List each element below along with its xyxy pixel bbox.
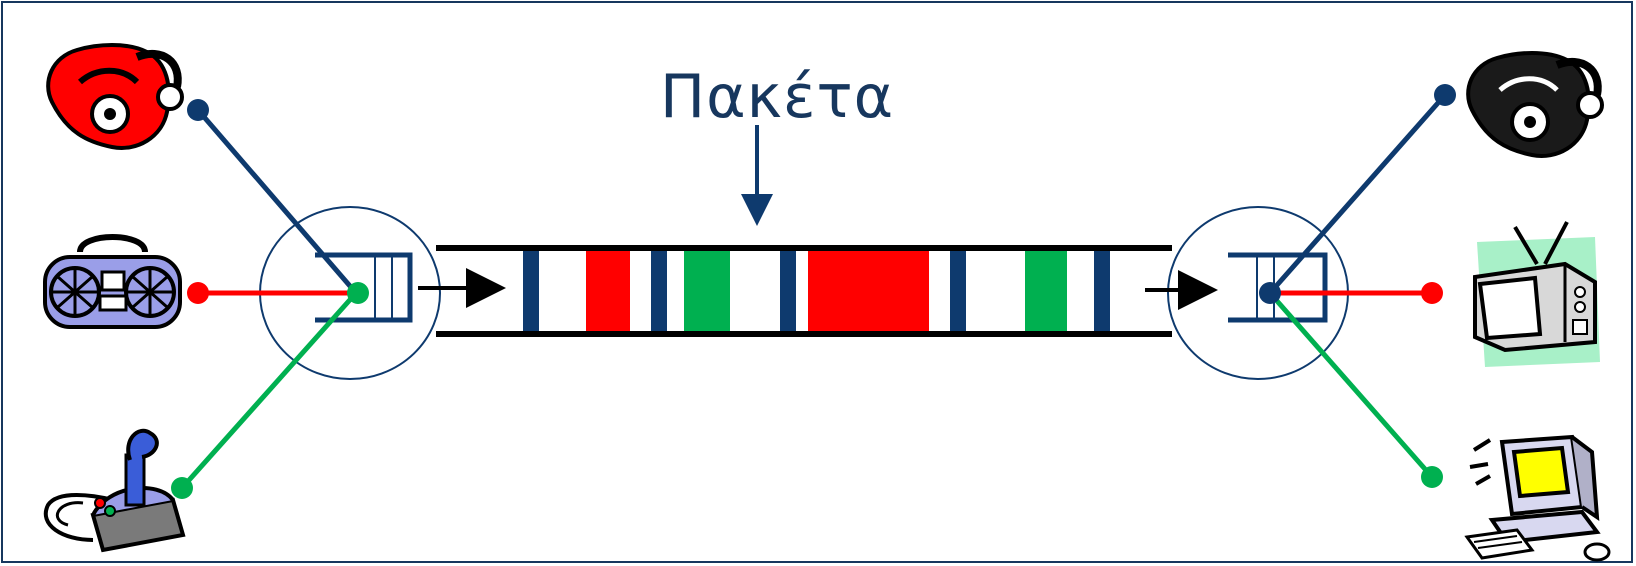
packet-green: [1025, 251, 1067, 331]
packet-separator: [651, 251, 667, 331]
packet-separator: [780, 251, 796, 331]
packet-red: [586, 251, 630, 331]
telephone-black-icon: [1466, 51, 1604, 158]
computer-icon: [1464, 434, 1611, 562]
right-junction-dot: [1259, 282, 1281, 304]
right-dot-red: [1421, 282, 1443, 304]
left-dot-red: [187, 282, 209, 304]
boombox-radio-icon: [43, 234, 182, 329]
left-queue-box: [315, 252, 413, 323]
packet-separator: [1094, 251, 1110, 331]
joystick-icon: [43, 429, 186, 553]
right-line-green: [1268, 291, 1434, 479]
packets-label: Πακέτα: [660, 62, 895, 132]
left-junction-dot: [347, 282, 369, 304]
right-dot-green: [1421, 466, 1443, 488]
packet-red: [808, 251, 929, 331]
left-line-green: [180, 291, 358, 490]
right-line-navy: [1268, 93, 1447, 295]
packet-separator: [950, 251, 966, 331]
television-icon: [1473, 221, 1600, 367]
right-dot-navy: [1434, 84, 1456, 106]
left-dot-navy: [187, 99, 209, 121]
left-dot-green: [171, 477, 193, 499]
packet-separator: [523, 251, 539, 331]
packet-green: [684, 251, 730, 331]
left-line-navy: [196, 108, 358, 295]
telephone-red-icon: [46, 43, 184, 150]
